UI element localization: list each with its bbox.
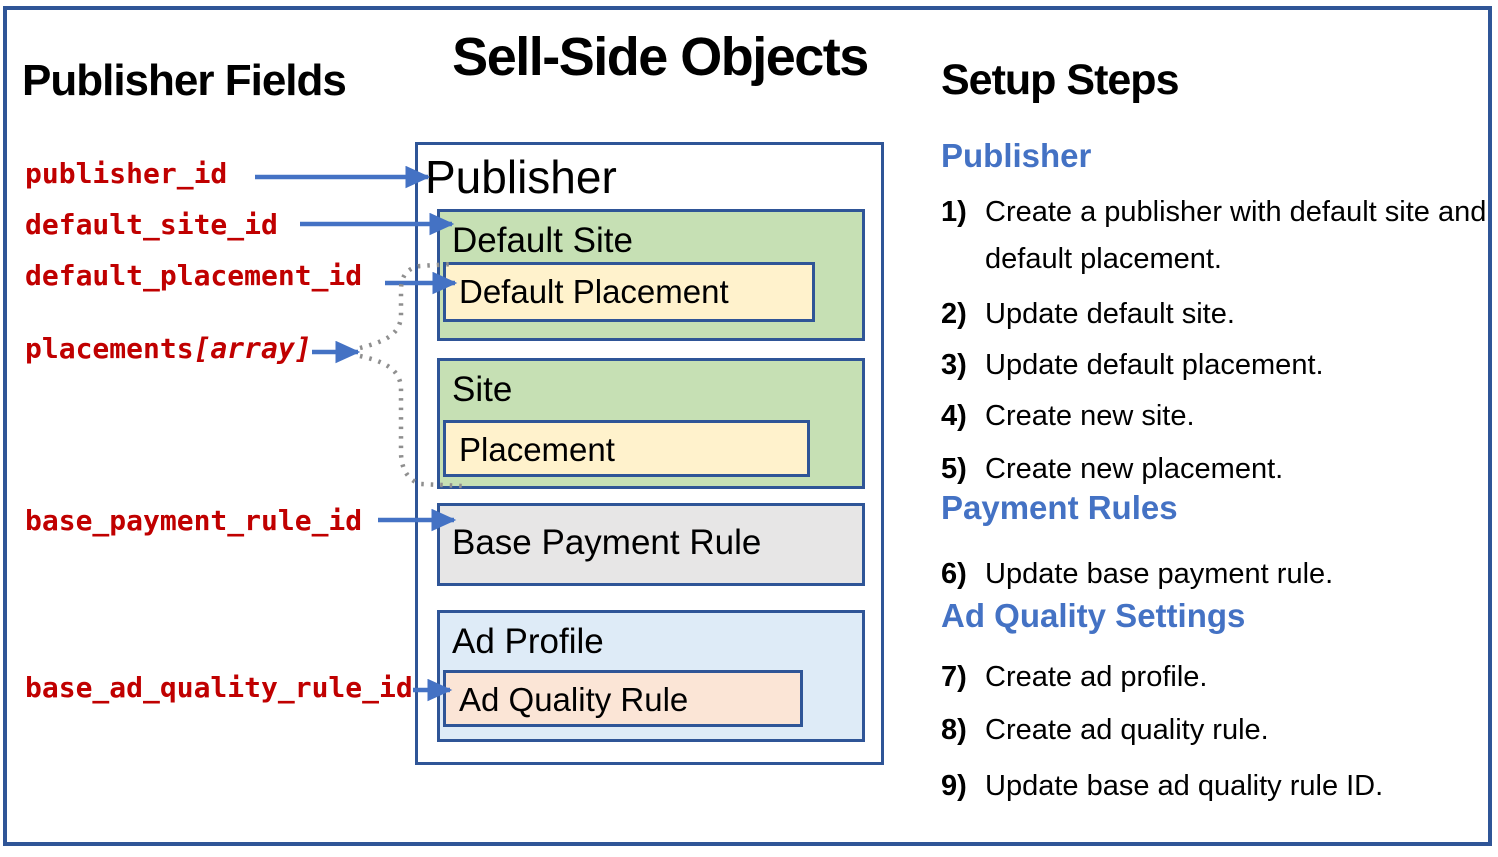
step-text: Create a publisher with default site and… — [985, 196, 1487, 275]
setup-step-9: 9) Update base ad quality rule ID. — [941, 763, 1489, 810]
step-number: 8) — [941, 714, 967, 746]
default-placement-label: Default Placement — [459, 273, 729, 310]
field-default-site-id: default_site_id — [25, 208, 278, 241]
base-payment-rule-label: Base Payment Rule — [452, 523, 762, 562]
section-heading-publisher: Publisher — [941, 137, 1092, 174]
field-placements-array: placements[array] — [25, 332, 312, 365]
step-number: 4) — [941, 400, 967, 432]
setup-step-8: 8) Create ad quality rule. — [941, 707, 1489, 754]
step-text: Create new site. — [985, 400, 1195, 432]
step-number: 1) — [941, 196, 967, 228]
setup-step-3: 3) Update default placement. — [941, 342, 1489, 389]
field-name: base_payment_rule_id — [25, 504, 363, 537]
field-base-payment-rule-id: base_payment_rule_id — [25, 504, 363, 537]
field-suffix: [array] — [193, 332, 312, 365]
placement-label: Placement — [459, 431, 615, 468]
step-number: 6) — [941, 558, 967, 590]
outer-frame — [3, 6, 1492, 846]
ad-quality-rule-label: Ad Quality Rule — [459, 681, 689, 718]
step-number: 5) — [941, 453, 967, 485]
setup-steps-heading: Setup Steps — [941, 56, 1179, 104]
default-site-label: Default Site — [452, 221, 633, 260]
placement-box: Placement — [443, 420, 810, 477]
setup-step-1: 1) Create a publisher with default site … — [941, 189, 1489, 283]
field-name: default_placement_id — [25, 259, 363, 292]
default-placement-box: Default Placement — [443, 262, 815, 322]
setup-step-2: 2) Update default site. — [941, 291, 1489, 338]
section-heading-payment-rules: Payment Rules — [941, 489, 1178, 526]
step-text: Create new placement. — [985, 453, 1284, 485]
setup-step-4: 4) Create new site. — [941, 393, 1489, 440]
step-number: 9) — [941, 770, 967, 802]
setup-step-7: 7) Create ad profile. — [941, 654, 1489, 701]
step-number: 3) — [941, 349, 967, 381]
field-name: publisher_id — [25, 157, 228, 190]
field-name: placements — [25, 332, 194, 365]
publisher-label: Publisher — [425, 151, 617, 203]
field-publisher-id: publisher_id — [25, 157, 228, 190]
section-heading-ad-quality-settings: Ad Quality Settings — [941, 597, 1246, 634]
step-text: Update default placement. — [985, 349, 1324, 381]
page-title: Sell-Side Objects — [452, 27, 869, 87]
step-text: Create ad profile. — [985, 661, 1208, 693]
field-name: default_site_id — [25, 208, 278, 241]
step-text: Update base payment rule. — [985, 558, 1334, 590]
ad-profile-label: Ad Profile — [452, 622, 604, 661]
step-text: Create ad quality rule. — [985, 714, 1269, 746]
step-text: Update base ad quality rule ID. — [985, 770, 1384, 802]
field-default-placement-id: default_placement_id — [25, 259, 363, 292]
setup-step-5: 5) Create new placement. — [941, 446, 1489, 493]
base-payment-rule-box: Base Payment Rule — [437, 503, 865, 586]
step-number: 2) — [941, 298, 967, 330]
publisher-fields-heading: Publisher Fields — [22, 56, 347, 105]
step-text: Update default site. — [985, 298, 1235, 330]
setup-step-6: 6) Update base payment rule. — [941, 551, 1489, 598]
field-name: base_ad_quality_rule_id — [25, 671, 413, 704]
field-base-ad-quality-rule-id: base_ad_quality_rule_id — [25, 671, 413, 704]
ad-quality-rule-box: Ad Quality Rule — [443, 670, 803, 727]
step-number: 7) — [941, 661, 967, 693]
site-label: Site — [452, 370, 513, 409]
